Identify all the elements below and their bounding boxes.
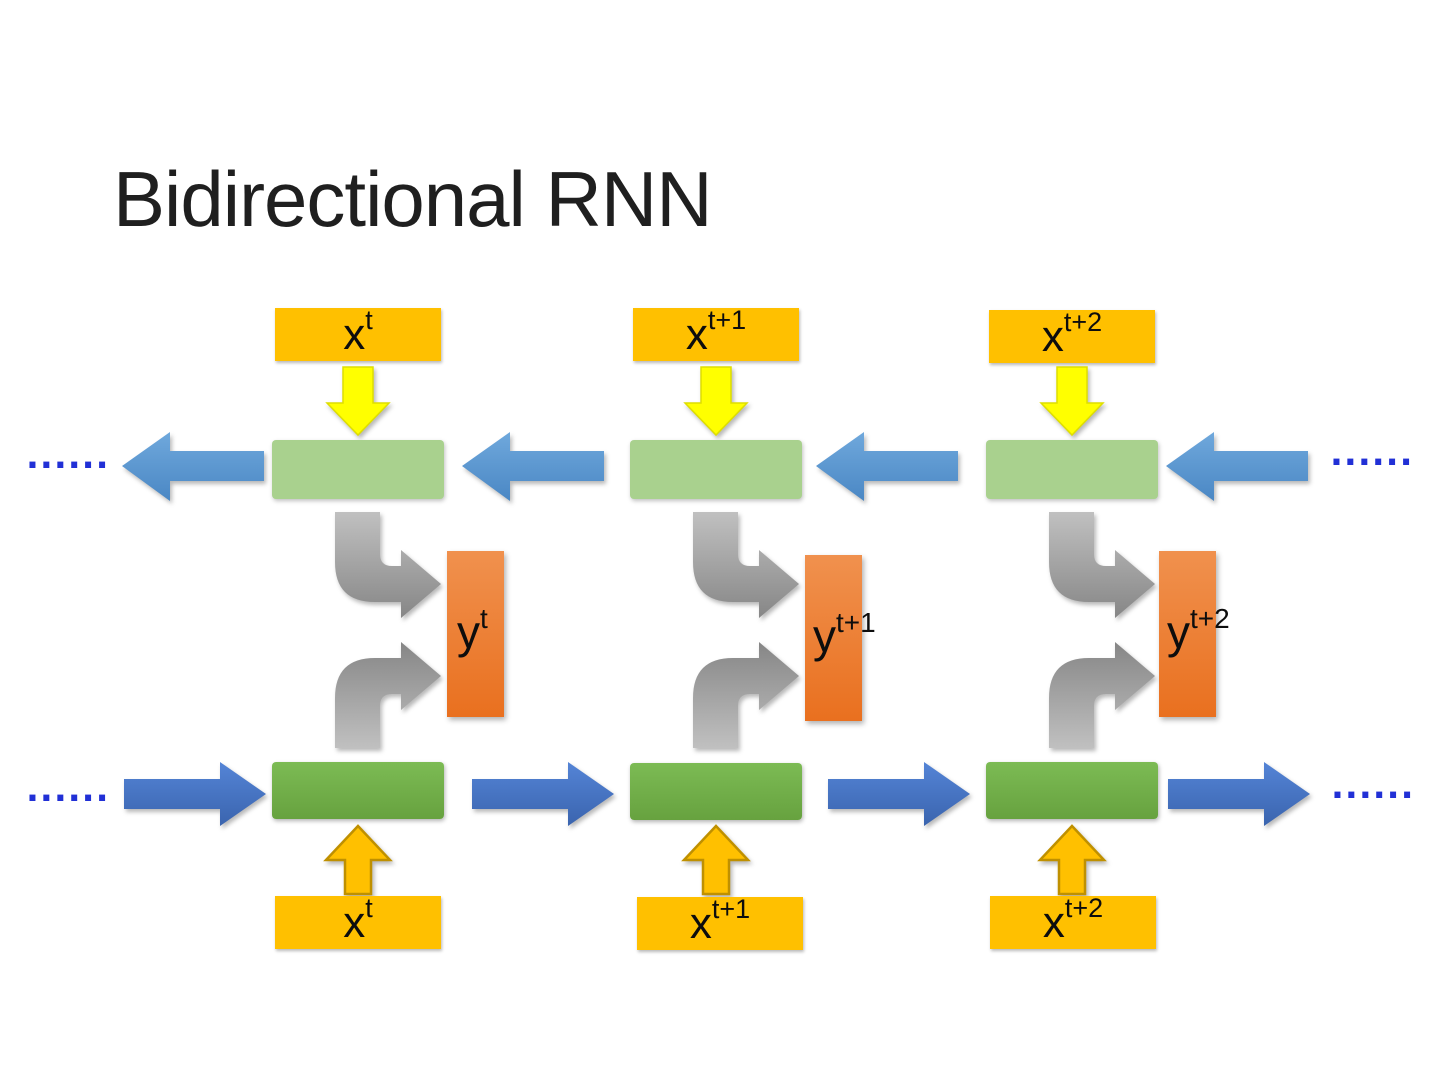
- top-input-box-t1: xt+1: [633, 304, 799, 361]
- top-input-label-t: xt: [343, 304, 373, 359]
- backward-to-output-arrow-t: [335, 512, 441, 618]
- backward-to-output-arrow-t1: [693, 512, 799, 618]
- bottom-input-box-t2: xt+2: [990, 892, 1156, 949]
- top-input-label-t2: xt+2: [1041, 306, 1103, 361]
- forward-arrow-left-edge: [124, 762, 266, 826]
- output-label-t2: yt+2: [1167, 602, 1230, 658]
- backward-to-output-arrow-t2: [1049, 512, 1155, 618]
- output-label-t1: yt+1: [813, 606, 876, 662]
- slide-title: Bidirectional RNN: [113, 155, 713, 244]
- ellipsis-backward-left: ......: [26, 437, 110, 477]
- backward-hidden-box-t1: [630, 440, 802, 499]
- bottom-input-label-t1: xt+1: [689, 893, 751, 948]
- forward-to-output-arrow-t2: [1049, 642, 1155, 748]
- forward-hidden-box-t2: [986, 762, 1158, 819]
- backward-arrow-left-edge: [122, 432, 264, 501]
- output-box-t2: [1159, 551, 1216, 717]
- forward-hidden-box-t: [272, 762, 444, 819]
- ellipsis-backward-right: ......: [1330, 434, 1414, 474]
- bottom-input-label-t: xt: [343, 892, 373, 947]
- bottom-input-label-t2: xt+2: [1042, 892, 1104, 947]
- backward-hidden-box-t: [272, 440, 444, 499]
- bottom-input-box-t1: xt+1: [637, 893, 803, 950]
- forward-arrow-t1-to-t2: [828, 762, 970, 826]
- top-input-arrow-t1: [683, 366, 749, 437]
- backward-hidden-box-t2: [986, 440, 1158, 499]
- ellipsis-forward-left: ......: [26, 770, 110, 810]
- bottom-input-arrow-t1: [681, 824, 751, 896]
- forward-arrow-t-to-t1: [472, 762, 614, 826]
- bottom-input-box-t: xt: [275, 892, 441, 949]
- forward-hidden-box-t1: [630, 763, 802, 820]
- bottom-input-arrow-t2: [1037, 824, 1107, 896]
- output-box-t1: [805, 555, 862, 721]
- top-input-arrow-t: [325, 366, 391, 437]
- top-input-label-t1: xt+1: [685, 304, 747, 359]
- output-box-t: [447, 551, 504, 717]
- top-input-box-t: xt: [275, 304, 441, 361]
- backward-arrow-t2-to-t1: [816, 432, 958, 501]
- output-label-t: yt: [457, 602, 488, 658]
- forward-to-output-arrow-t1: [693, 642, 799, 748]
- forward-to-output-arrow-t: [335, 642, 441, 748]
- forward-arrow-right-edge: [1168, 762, 1310, 826]
- top-input-arrow-t2: [1039, 366, 1105, 437]
- backward-arrow-t1-to-t: [462, 432, 604, 501]
- bottom-input-arrow-t: [323, 824, 393, 896]
- backward-arrow-right-edge: [1166, 432, 1308, 501]
- top-input-box-t2: xt+2: [989, 306, 1155, 363]
- ellipsis-forward-right: ......: [1331, 767, 1415, 807]
